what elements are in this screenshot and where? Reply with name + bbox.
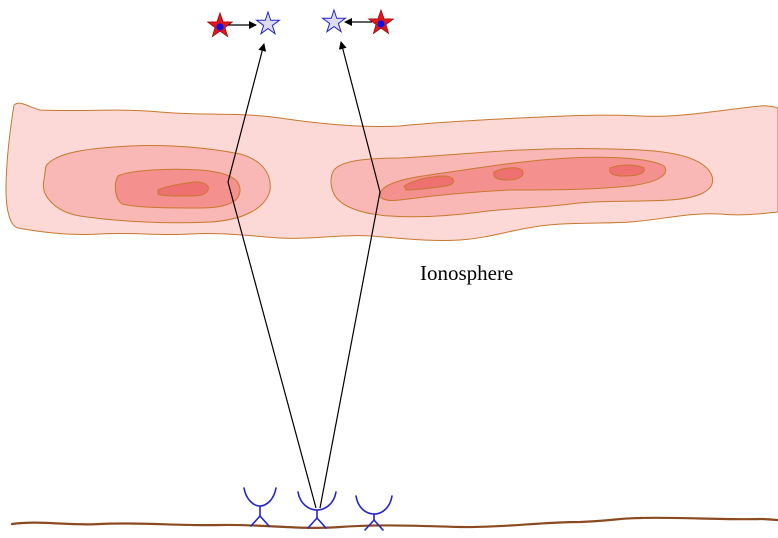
antenna-left: [244, 488, 276, 526]
true-source-left-center-icon: [216, 23, 223, 30]
true-source-right-center-icon: [377, 20, 384, 27]
antenna-center: [298, 492, 336, 528]
ionosphere-label: Ionosphere: [420, 261, 513, 285]
source-pair-left: [208, 12, 280, 37]
apparent-source-left-icon: [257, 12, 280, 34]
apparent-source-right-icon: [323, 10, 346, 32]
source-pair-right: [323, 10, 394, 34]
ionosphere-patch-right-core-3: [610, 165, 645, 176]
ray-path-right: [320, 42, 380, 508]
ray-path-left: [228, 44, 316, 508]
ground-line: [12, 518, 778, 528]
